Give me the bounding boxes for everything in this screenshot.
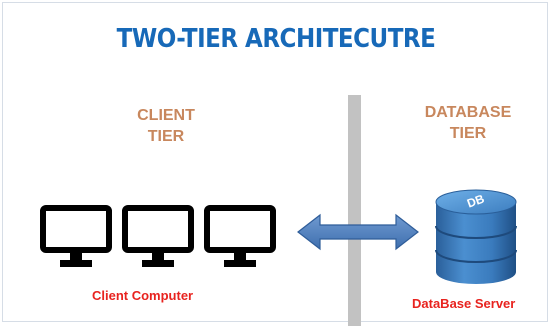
client-computer-caption: Client Computer [92, 288, 194, 303]
tier-divider [348, 95, 361, 326]
client-tier-label-line1: CLIENT [137, 107, 195, 124]
monitor-icon [40, 205, 112, 267]
monitor-icon [122, 205, 194, 267]
client-tier-label: CLIENT TIER [118, 105, 214, 147]
database-server-caption: DataBase Server [412, 296, 516, 311]
database-icon-label: DB [465, 191, 486, 210]
diagram-title: TWO-TIER ARCHITECUTRE [116, 24, 436, 54]
database-icon: DB [435, 189, 517, 284]
double-arrow-icon [297, 213, 419, 251]
database-tier-label-line2: TIER [449, 125, 487, 142]
client-computers-group [40, 205, 276, 267]
monitor-icon [204, 205, 276, 267]
database-tier-label: DATABASE TIER [410, 102, 526, 144]
client-tier-label-line2: TIER [147, 128, 185, 145]
database-tier-label-line1: DATABASE [424, 104, 512, 121]
